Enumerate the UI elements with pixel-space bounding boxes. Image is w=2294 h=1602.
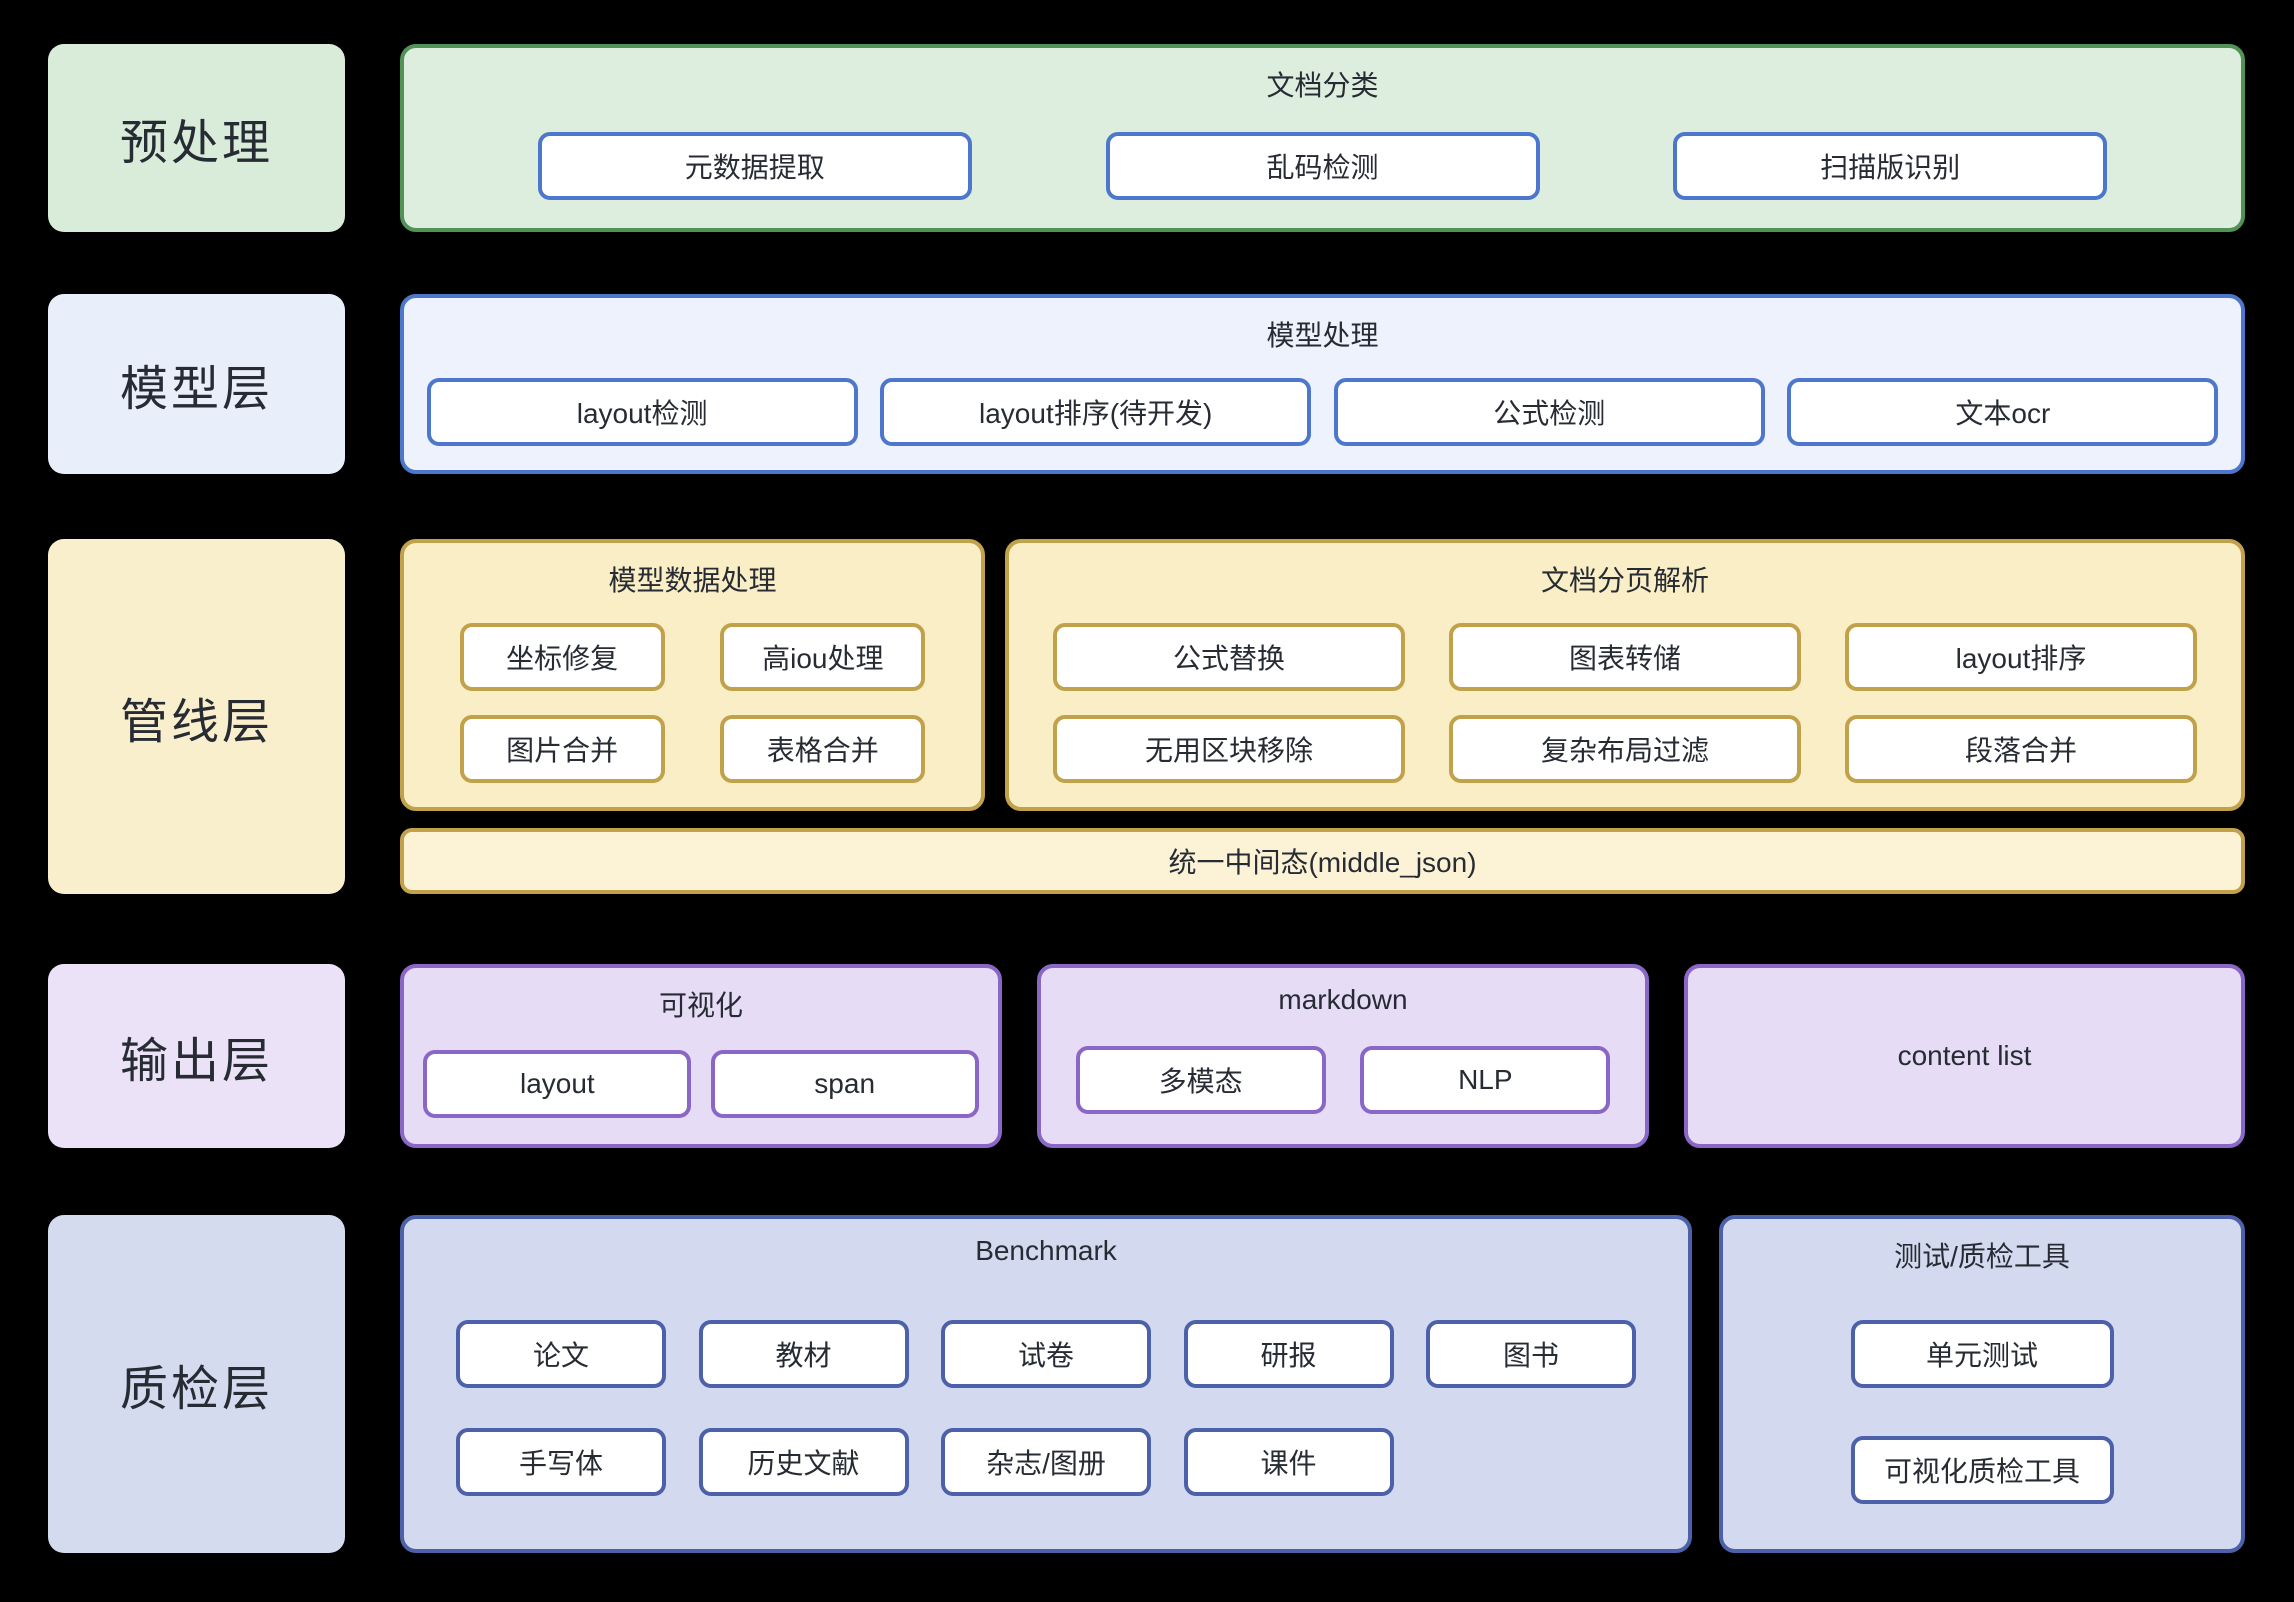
item-span-visualization: span [710, 1050, 979, 1118]
item-historical-documents: 历史文献 [698, 1428, 909, 1496]
item-list: 论文 教材 试卷 研报 图书 手写体 历史文献 杂志/图册 课件 [404, 1267, 1688, 1549]
group-document-page-parsing: 文档分页解析 公式替换 图表转储 layout排序 无用区块移除 复杂布局过滤 … [1005, 539, 2245, 811]
item-list: 元数据提取 乱码检测 扫描版识别 [404, 104, 2241, 228]
item-table-merge: 表格合并 [720, 715, 926, 783]
layer-label-output: 输出层 [48, 964, 345, 1148]
item-formula-replacement: 公式替换 [1053, 623, 1405, 691]
layer-label-model: 模型层 [48, 294, 345, 474]
layer-content-output: 可视化 layout span markdown 多模态 NLP content… [400, 964, 2245, 1148]
layer-row-qc: 质检层 Benchmark 论文 教材 试卷 研报 图书 手写体 历史文献 杂志… [48, 1215, 2245, 1553]
item-layout-detection: layout检测 [426, 378, 858, 446]
item-metadata-extraction: 元数据提取 [537, 132, 972, 200]
layer-label-qc: 质检层 [48, 1215, 345, 1553]
item-textbooks: 教材 [698, 1320, 909, 1388]
group-title-visualization: 可视化 [658, 990, 743, 1021]
group-visualization: 可视化 layout span [400, 964, 1002, 1148]
item-courseware: 课件 [1183, 1428, 1394, 1496]
layer-row-output: 输出层 可视化 layout span markdown 多模态 NLP con… [48, 964, 2245, 1148]
bar-unified-middle-json: 统一中间态(middle_json) [400, 828, 2245, 894]
item-coordinate-fix: 坐标修复 [459, 623, 665, 691]
item-exam-papers: 试卷 [941, 1320, 1151, 1388]
item-layout-visualization: layout [423, 1050, 692, 1118]
item-complex-layout-filter: 复杂布局过滤 [1449, 715, 1801, 783]
group-title-markdown: markdown [1278, 984, 1408, 1015]
item-visual-qc-tool: 可视化质检工具 [1850, 1436, 2114, 1504]
group-test-qc-tools: 测试/质检工具 单元测试 可视化质检工具 [1719, 1215, 2245, 1553]
item-scanned-doc-recognition: 扫描版识别 [1673, 132, 2108, 200]
item-paragraph-merge: 段落合并 [1845, 715, 2197, 783]
item-layout-ordering: layout排序 [1845, 623, 2197, 691]
item-nlp: NLP [1360, 1046, 1611, 1114]
item-list: layout span [404, 1024, 998, 1144]
item-list: layout检测 layout排序(待开发) 公式检测 文本ocr [404, 354, 2241, 470]
pipeline-groups: 模型数据处理 坐标修复 高iou处理 图片合并 表格合并 文档分页解析 公式替换… [400, 539, 2245, 811]
item-text-ocr: 文本ocr [1787, 378, 2219, 446]
layer-row-pipeline: 管线层 模型数据处理 坐标修复 高iou处理 图片合并 表格合并 文档分页解析 … [48, 539, 2245, 894]
box-content-list: content list [1684, 964, 2245, 1148]
group-title-test-qc-tools: 测试/质检工具 [1894, 1241, 2070, 1272]
layer-row-model: 模型层 模型处理 layout检测 layout排序(待开发) 公式检测 文本o… [48, 294, 2245, 474]
layer-content-pipeline: 模型数据处理 坐标修复 高iou处理 图片合并 表格合并 文档分页解析 公式替换… [400, 539, 2245, 894]
item-papers: 论文 [456, 1320, 666, 1388]
item-books: 图书 [1426, 1320, 1636, 1388]
layer-content-qc: Benchmark 论文 教材 试卷 研报 图书 手写体 历史文献 杂志/图册 … [400, 1215, 2245, 1553]
group-title-document-page-parsing: 文档分页解析 [1540, 565, 1709, 596]
group-title-model-data-processing: 模型数据处理 [608, 565, 777, 596]
item-layout-ordering-todo: layout排序(待开发) [880, 378, 1312, 446]
group-title-benchmark: Benchmark [975, 1235, 1117, 1266]
group-markdown: markdown 多模态 NLP [1037, 964, 1649, 1148]
item-list: 多模态 NLP [1041, 1016, 1645, 1144]
item-high-iou-handling: 高iou处理 [720, 623, 926, 691]
layer-content-model: 模型处理 layout检测 layout排序(待开发) 公式检测 文本ocr [400, 294, 2245, 474]
layer-row-preprocessing: 预处理 文档分类 元数据提取 乱码检测 扫描版识别 [48, 44, 2245, 232]
group-model-processing: 模型处理 layout检测 layout排序(待开发) 公式检测 文本ocr [400, 294, 2245, 474]
group-model-data-processing: 模型数据处理 坐标修复 高iou处理 图片合并 表格合并 [400, 539, 985, 811]
item-multimodal: 多模态 [1075, 1046, 1326, 1114]
item-handwriting: 手写体 [456, 1428, 666, 1496]
item-garbled-text-detection: 乱码检测 [1105, 132, 1540, 200]
layer-content-preprocessing: 文档分类 元数据提取 乱码检测 扫描版识别 [400, 44, 2245, 232]
item-list: 单元测试 可视化质检工具 [1723, 1275, 2241, 1549]
item-magazines-albums: 杂志/图册 [941, 1428, 1151, 1496]
group-title-model-processing: 模型处理 [1266, 320, 1379, 351]
item-chart-dump: 图表转储 [1449, 623, 1801, 691]
layer-label-preprocessing: 预处理 [48, 44, 345, 232]
group-document-classification: 文档分类 元数据提取 乱码检测 扫描版识别 [400, 44, 2245, 232]
item-list: 公式替换 图表转储 layout排序 无用区块移除 复杂布局过滤 段落合并 [1009, 599, 2241, 807]
group-benchmark: Benchmark 论文 教材 试卷 研报 图书 手写体 历史文献 杂志/图册 … [400, 1215, 1692, 1553]
layer-label-pipeline: 管线层 [48, 539, 345, 894]
item-formula-detection: 公式检测 [1333, 378, 1765, 446]
group-title-document-classification: 文档分类 [1266, 70, 1379, 101]
item-unit-test: 单元测试 [1850, 1320, 2114, 1388]
item-research-reports: 研报 [1183, 1320, 1394, 1388]
item-list: 坐标修复 高iou处理 图片合并 表格合并 [404, 599, 981, 807]
item-image-merge: 图片合并 [459, 715, 665, 783]
item-useless-block-removal: 无用区块移除 [1053, 715, 1405, 783]
